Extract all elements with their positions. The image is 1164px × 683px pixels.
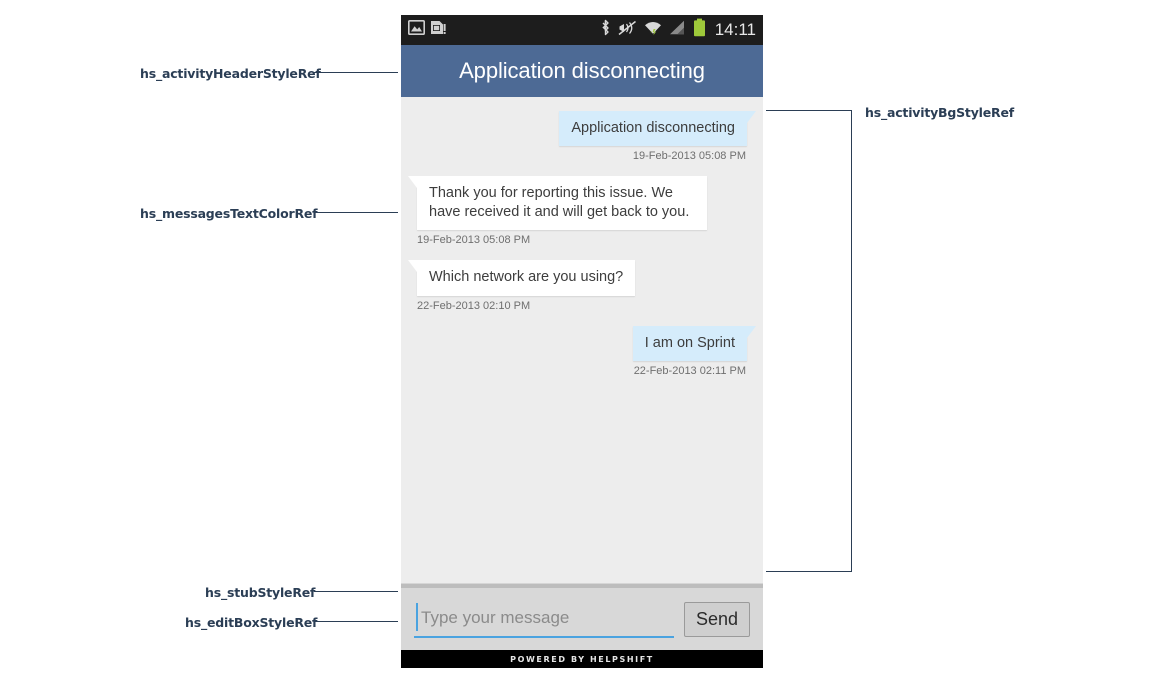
message-timestamp: 19-Feb-2013 05:08 PM [632, 150, 746, 163]
annotation-label-activity-bg: hs_activityBgStyleRef [865, 105, 1014, 120]
annotation-leader-activity-header [314, 72, 398, 73]
annotation-leader-messages-text-color [314, 212, 398, 213]
message-bubble-incoming: Thank you for reporting this issue. We h… [408, 176, 707, 231]
chat-message-list[interactable]: Application disconnecting 19-Feb-2013 05… [401, 97, 763, 587]
message-bubble-outgoing: Application disconnecting [559, 111, 756, 147]
message-bubble-outgoing: I am on Sprint [632, 325, 757, 361]
message-input-wrapper[interactable] [414, 600, 674, 638]
page-title: Application disconnecting [459, 58, 705, 83]
text-cursor [416, 603, 418, 631]
annotation-leader-stub [314, 591, 398, 592]
powered-by-footer: POWERED BY HELPSHIFT [401, 650, 763, 668]
message-timestamp: 19-Feb-2013 05:08 PM [417, 234, 531, 247]
footer-text: POWERED BY HELPSHIFT [510, 654, 654, 664]
message-row-incoming: Which network are you using? 22-Feb-2013… [407, 260, 747, 312]
annotation-leader-editbox [314, 621, 398, 622]
cellular-signal-icon [669, 20, 686, 41]
battery-icon [693, 18, 706, 42]
vibrate-off-icon [618, 20, 637, 41]
activity-header: Application disconnecting [401, 45, 763, 97]
status-bar-clock: 14:11 [714, 20, 756, 39]
message-timestamp: 22-Feb-2013 02:10 PM [417, 299, 531, 312]
message-row-incoming: Thank you for reporting this issue. We h… [408, 176, 747, 247]
send-button[interactable]: Send [683, 601, 750, 637]
compose-bar: Send [401, 588, 763, 650]
message-input[interactable] [414, 607, 674, 629]
wifi-icon [644, 20, 662, 41]
bluetooth-icon [600, 19, 611, 41]
annotation-bracket-activity-bg [766, 110, 852, 572]
image-icon [408, 20, 425, 40]
message-bubble-incoming: Which network are you using? [407, 260, 636, 296]
message-row-outgoing: Application disconnecting 19-Feb-2013 05… [417, 111, 756, 163]
status-bar-left-icons [408, 20, 446, 40]
message-timestamp: 22-Feb-2013 02:11 PM [633, 364, 746, 377]
status-bar: 14:11 [401, 15, 763, 45]
annotation-label-editbox: hs_editBoxStyleRef [185, 615, 318, 630]
phone-screen: 14:11 Application disconnecting Applicat… [401, 15, 763, 668]
message-row-outgoing: I am on Sprint 22-Feb-2013 02:11 PM [417, 325, 757, 377]
annotation-label-stub: hs_stubStyleRef [205, 585, 316, 600]
annotation-label-activity-header: hs_activityHeaderStyleRef [140, 66, 321, 81]
annotation-label-messages-text-color: hs_messagesTextColorRef [140, 206, 318, 221]
status-bar-right-icons: 14:11 [600, 18, 756, 42]
sim-card-alert-icon [430, 20, 446, 40]
stub-divider [401, 583, 763, 588]
